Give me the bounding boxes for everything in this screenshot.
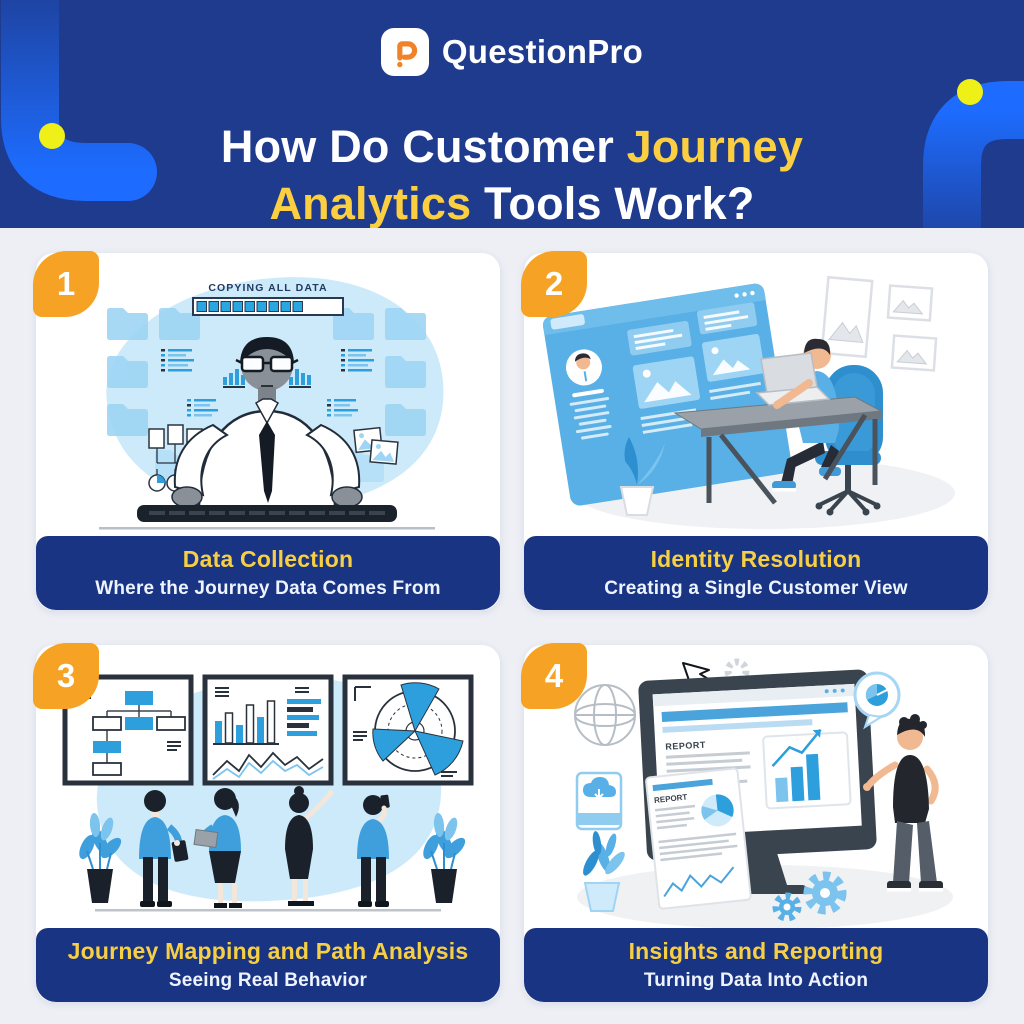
caption-subtitle: Where the Journey Data Comes From bbox=[95, 578, 441, 599]
caption-bar: Identity Resolution Creating a Single Cu… bbox=[524, 536, 988, 610]
svg-text:REPORT: REPORT bbox=[665, 740, 706, 752]
potted-plant bbox=[79, 813, 122, 903]
panel-journey-mapping: 3 bbox=[33, 643, 500, 1002]
person-with-phone bbox=[357, 794, 390, 907]
illustration-insights-reporting: REPORT bbox=[574, 658, 953, 928]
svg-text:REPORT: REPORT bbox=[654, 793, 688, 805]
header-decor bbox=[0, 0, 1024, 228]
panel-identity-resolution: 2 bbox=[521, 251, 988, 610]
panel-data-collection: 1 bbox=[33, 251, 500, 610]
step-number-badge: 2 bbox=[521, 251, 587, 317]
illustration-data-collection: COPYING ALL DATA bbox=[99, 277, 444, 530]
report-page: REPORT bbox=[645, 767, 752, 910]
page-title: How Do Customer Journey Analytics Tools … bbox=[0, 118, 1024, 228]
step-number-badge: 1 bbox=[33, 251, 99, 317]
illustration-identity-resolution bbox=[542, 275, 955, 529]
caption-title: Data Collection bbox=[182, 546, 354, 572]
panel-grid: 1 bbox=[33, 251, 988, 1002]
person-with-laptop bbox=[193, 788, 242, 908]
step-number-badge: 3 bbox=[33, 643, 99, 709]
person-pointing bbox=[285, 786, 334, 906]
browser-window-profile bbox=[542, 283, 792, 506]
person-with-tablet bbox=[139, 790, 189, 907]
folder-grid bbox=[107, 308, 426, 482]
bar-chart-icon bbox=[289, 369, 311, 388]
bar-chart-icon bbox=[223, 369, 245, 388]
cloud-file-icon bbox=[575, 771, 623, 831]
picture-frames bbox=[820, 275, 938, 372]
caption-subtitle: Turning Data Into Action bbox=[643, 970, 869, 991]
potted-plant bbox=[583, 831, 625, 912]
caption-bar: Insights and Reporting Turning Data Into… bbox=[524, 928, 988, 1002]
keyboard bbox=[137, 505, 397, 522]
caption-title: Identity Resolution bbox=[650, 546, 862, 572]
caption-title: Insights and Reporting bbox=[628, 938, 884, 964]
potted-plant bbox=[423, 813, 466, 903]
gear-icon bbox=[772, 871, 847, 922]
photo-stack-icon bbox=[353, 426, 399, 465]
caption-bar: Data Collection Where the Journey Data C… bbox=[36, 536, 500, 610]
monitor-bar-chart bbox=[202, 674, 334, 786]
yellow-dot-right bbox=[957, 79, 983, 105]
brand-name: QuestionPro bbox=[441, 33, 644, 70]
yellow-dot-left bbox=[39, 123, 65, 149]
monitor-pie-chart bbox=[342, 674, 474, 786]
title-line1: How Do Customer Journey bbox=[220, 121, 804, 173]
person-presenting bbox=[863, 714, 943, 892]
glasses-icon bbox=[235, 355, 299, 373]
illustration-journey-mapping bbox=[62, 674, 474, 912]
svg-text:COPYING ALL DATA: COPYING ALL DATA bbox=[208, 282, 327, 294]
corner-curve-left bbox=[0, 0, 157, 201]
desk bbox=[673, 396, 883, 505]
step-number-badge: 4 bbox=[521, 643, 587, 709]
corner-curve-right bbox=[923, 81, 1024, 228]
data-text-lines bbox=[161, 349, 374, 417]
caption-subtitle: Creating a Single Customer View bbox=[604, 578, 908, 599]
header: QuestionPro How Do Customer Journey Anal… bbox=[0, 0, 1024, 228]
copy-progress-bar: COPYING ALL DATA bbox=[192, 282, 344, 316]
caption-bar: Journey Mapping and Path Analysis Seeing… bbox=[36, 928, 500, 1002]
brand-logo: QuestionPro bbox=[0, 28, 1024, 76]
caption-title: Journey Mapping and Path Analysis bbox=[67, 938, 469, 964]
title-line2: Analytics Tools Work? bbox=[269, 178, 755, 228]
speech-bubble-pie bbox=[853, 671, 901, 730]
potted-plant bbox=[607, 437, 665, 516]
caption-subtitle: Seeing Real Behavior bbox=[168, 970, 368, 991]
person-typing bbox=[99, 337, 435, 530]
panel-insights-reporting: 4 bbox=[521, 643, 988, 1002]
globe-icon bbox=[574, 684, 636, 746]
questionpro-p-icon bbox=[380, 28, 429, 76]
